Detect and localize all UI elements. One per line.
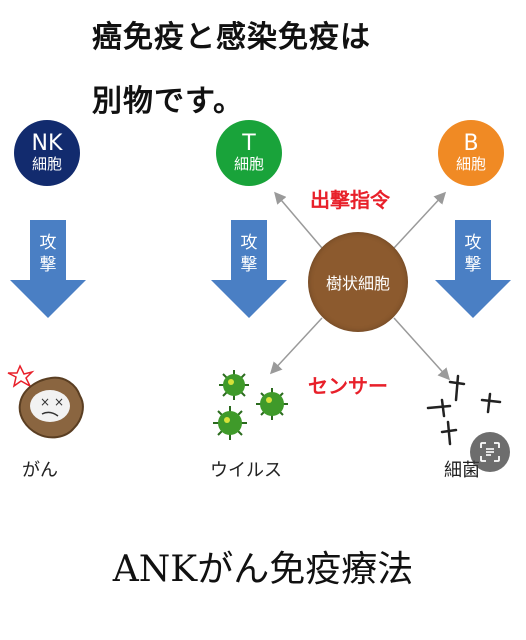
arrow-to-b-cell bbox=[393, 191, 447, 249]
svg-text:×: × bbox=[40, 395, 50, 409]
sensor-label: センサー bbox=[308, 374, 388, 398]
dendritic-cell-circle: 樹状細胞 bbox=[308, 232, 408, 332]
virus-label: ウイルス bbox=[210, 460, 282, 481]
cancer-cell-icon: × × bbox=[7, 364, 84, 439]
bacteria-icon bbox=[426, 374, 502, 446]
nk-cell-name: NK bbox=[31, 131, 63, 157]
bacteria-label: 細菌 bbox=[444, 460, 480, 481]
b-cell-circle: B 細胞 bbox=[438, 120, 504, 186]
attack-label-char-1: 攻 bbox=[39, 233, 57, 253]
cancer-label: がん bbox=[22, 460, 58, 481]
attack-label-char-2: 撃 bbox=[464, 255, 482, 276]
dendritic-cell-label: 樹状細胞 bbox=[325, 274, 390, 293]
svg-text:×: × bbox=[54, 395, 64, 409]
attack-arrow-b: 攻撃 bbox=[433, 220, 513, 320]
heading-line-2: 別物です。 bbox=[92, 84, 244, 119]
b-cell-type: 細胞 bbox=[455, 155, 486, 174]
virus-icon bbox=[213, 370, 288, 440]
t-cell-circle: T 細胞 bbox=[216, 120, 282, 186]
heading-line-1: 癌免疫と感染免疫は bbox=[92, 20, 371, 55]
arrow-to-t-cell bbox=[274, 191, 323, 249]
attack-label-char-2: 撃 bbox=[240, 255, 258, 276]
arrow-to-bacteria bbox=[393, 317, 451, 381]
nk-cell-circle: NK 細胞 bbox=[14, 120, 80, 186]
attack-label-char-2: 撃 bbox=[39, 255, 57, 276]
arrow-to-virus bbox=[269, 317, 323, 375]
b-cell-name: B bbox=[463, 131, 479, 157]
nk-cell-type: 細胞 bbox=[31, 155, 62, 174]
command-label: 出撃指令 bbox=[310, 188, 390, 212]
t-cell-name: T bbox=[242, 131, 256, 157]
scan-text-button[interactable] bbox=[470, 432, 510, 472]
scan-text-icon bbox=[480, 442, 500, 462]
footer-title: ANKがん免疫療法 bbox=[112, 549, 414, 590]
attack-label-char-1: 攻 bbox=[240, 233, 258, 253]
attack-arrow-t: 攻撃 bbox=[209, 220, 289, 320]
t-cell-type: 細胞 bbox=[233, 155, 264, 174]
attack-arrow-nk: 攻撃 bbox=[8, 220, 88, 320]
attack-label-char-1: 攻 bbox=[464, 233, 482, 253]
